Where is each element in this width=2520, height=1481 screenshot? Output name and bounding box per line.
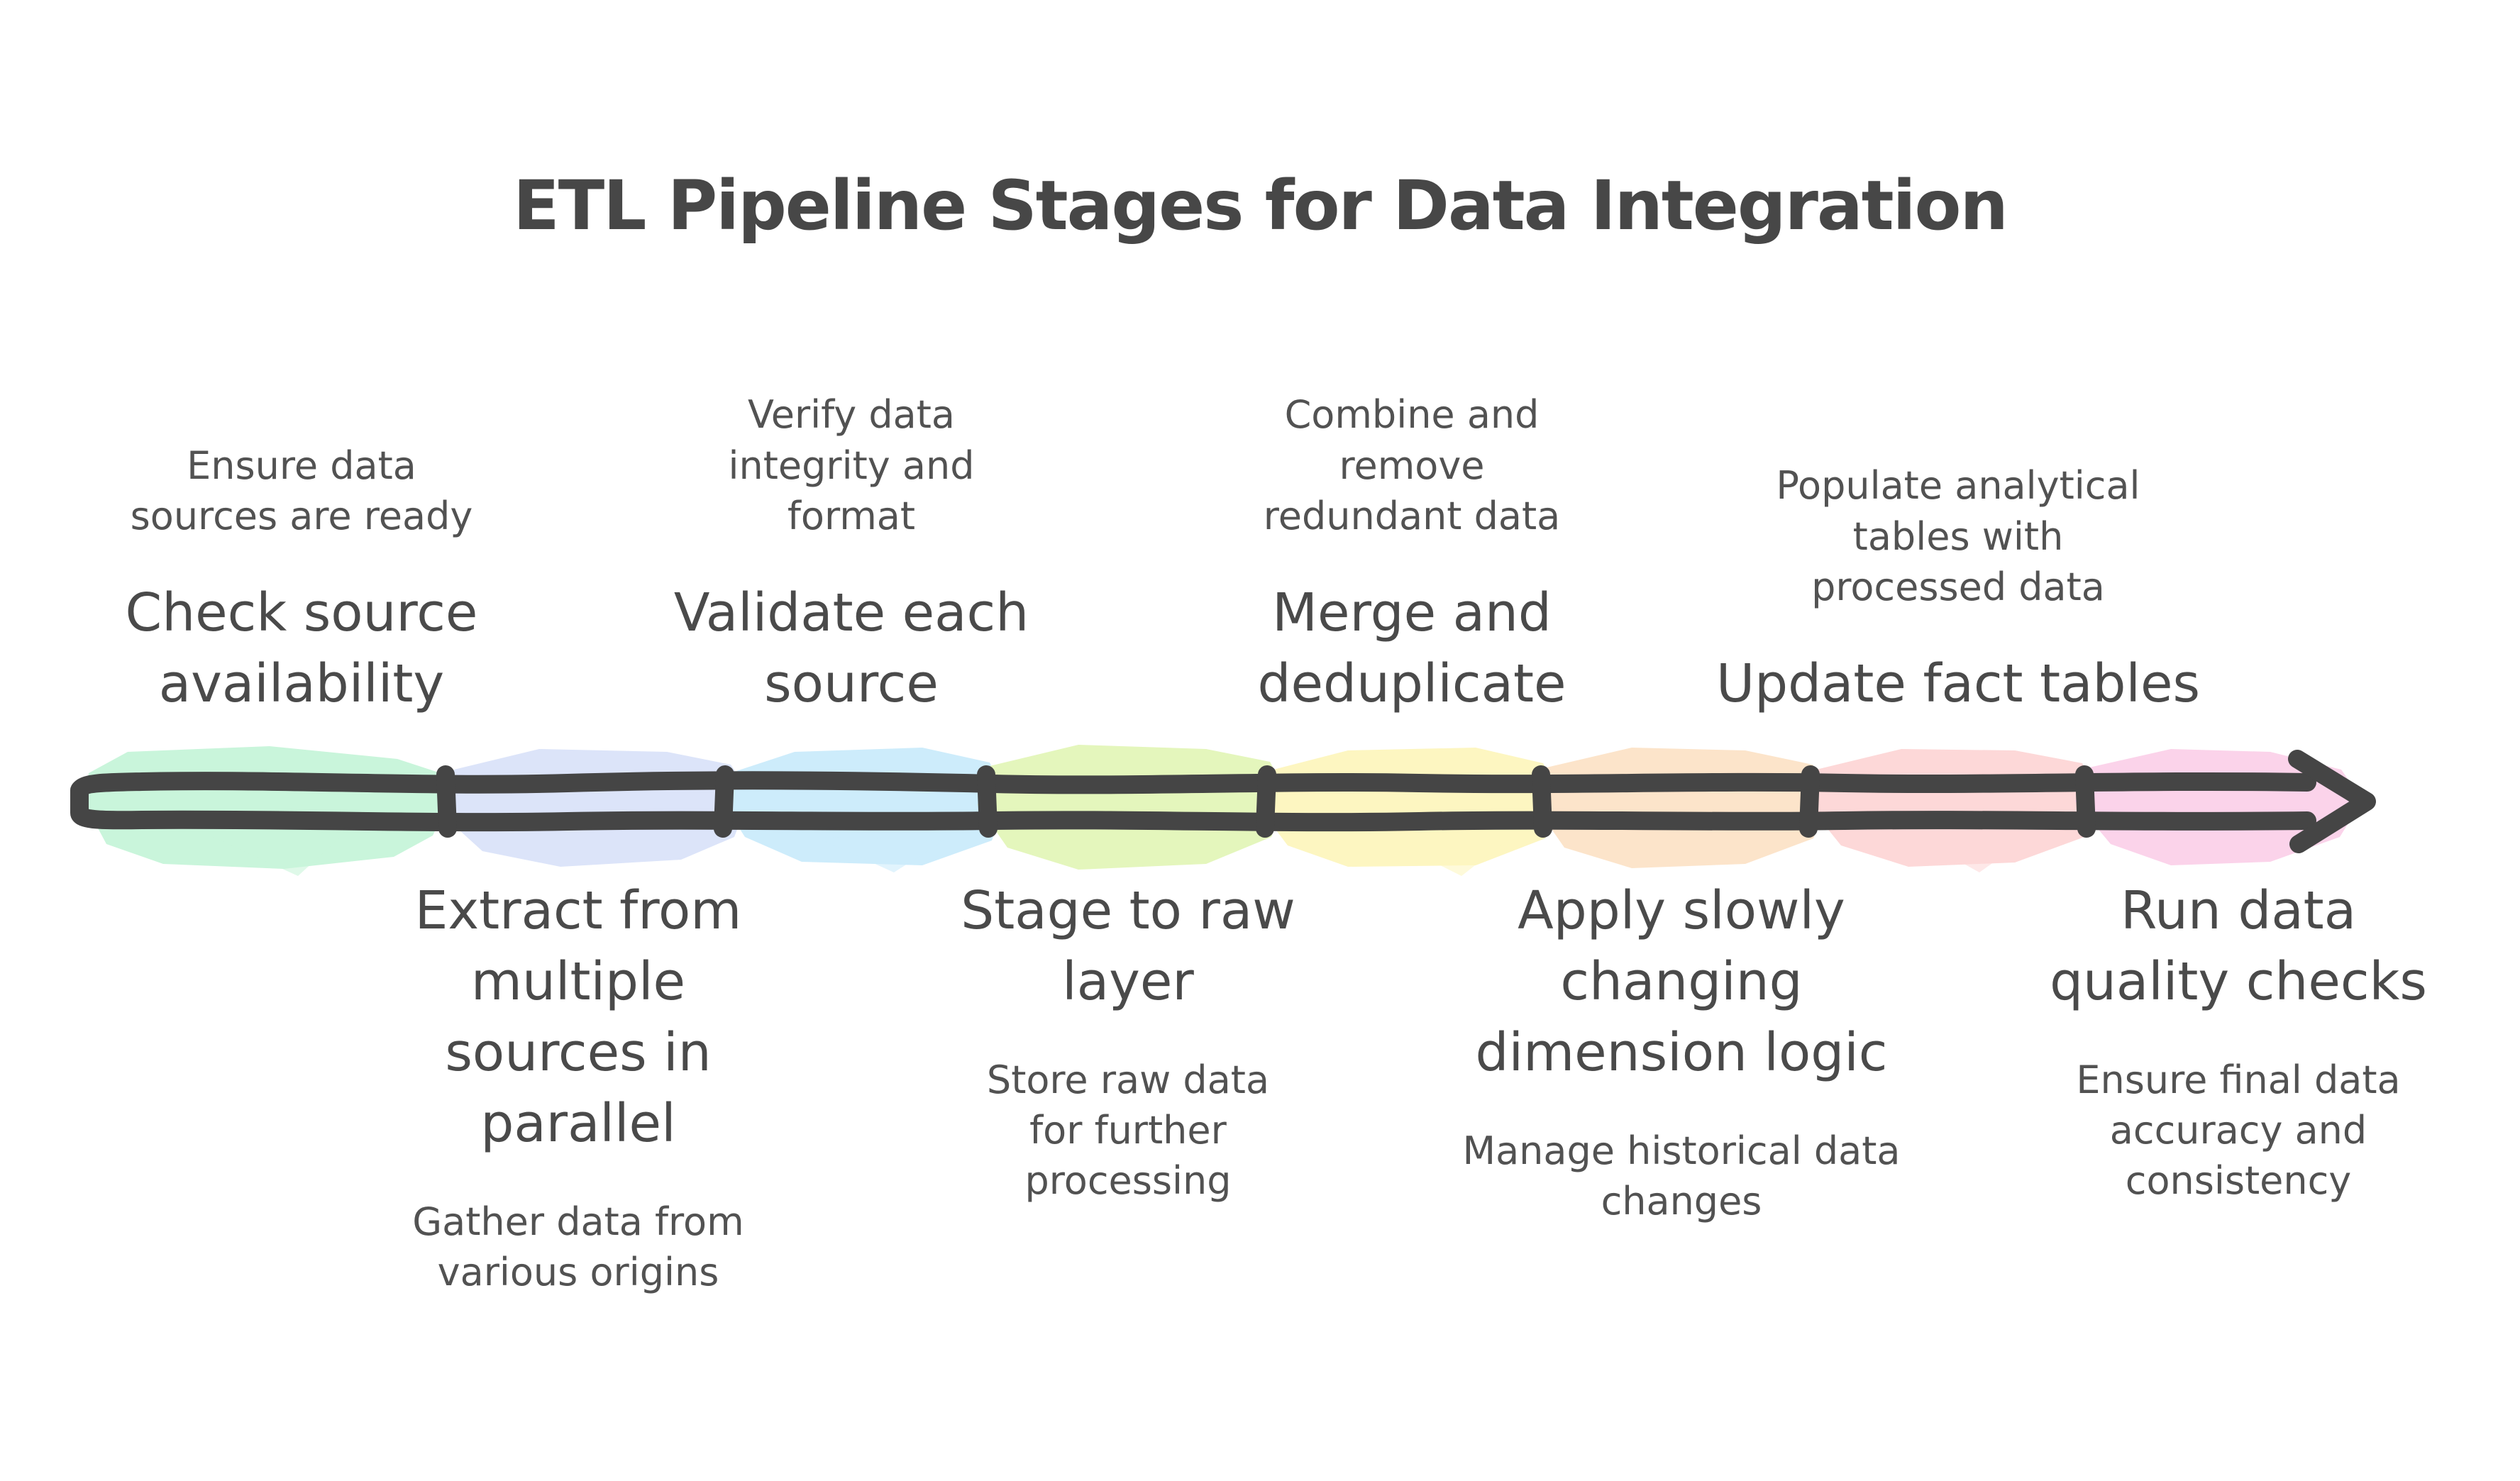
stage-title: Check source availability: [125, 582, 478, 715]
stage-merge-and-deduplicate: Combine and remove redundant data Merge …: [1164, 389, 1660, 720]
stage-title: Run data quality checks: [2050, 880, 2427, 1012]
stage-title: Update fact tables: [1715, 653, 2201, 715]
stage-highlight-1b: [213, 837, 341, 876]
stage-description: Ensure final data accuracy and consisten…: [2076, 1057, 2401, 1204]
stage-extract-from-multiple-sources: Extract from multiple sources in paralle…: [380, 876, 777, 1297]
timeline-arrow: [70, 745, 2376, 876]
segment-divider: [1256, 765, 1276, 838]
arrow-outline: [70, 750, 2376, 853]
stage-description: Populate analytical tables with processe…: [1776, 463, 2140, 609]
stage-highlight-7b: [1916, 837, 2029, 872]
stage-update-fact-tables: Populate analytical tables with processe…: [1710, 460, 2206, 720]
stage-apply-scd-logic: Apply slowly changing dimension logic Ma…: [1461, 876, 1901, 1226]
stage-description: Manage historical data changes: [1462, 1128, 1901, 1224]
segment-divider: [436, 765, 457, 838]
diagram-title: ETL Pipeline Stages for Data Integration: [513, 166, 2008, 246]
stage-highlight-4: [978, 745, 1288, 870]
arrow-body-outline: [70, 771, 2316, 832]
stage-title: Stage to raw layer: [961, 880, 1295, 1012]
stage-description: Store raw data for further processing: [986, 1057, 1270, 1204]
segment-divider: [714, 765, 734, 838]
stage-title: Extract from multiple sources in paralle…: [414, 880, 742, 1154]
stage-run-data-quality-checks: Run data quality checks Ensure final dat…: [2026, 876, 2451, 1207]
segment-divider: [1799, 765, 1820, 838]
stage-description: Combine and remove redundant data: [1263, 392, 1561, 538]
segment-divider: [1532, 765, 1552, 838]
segment-divider: [977, 765, 998, 838]
stage-highlight-5b: [1383, 837, 1511, 876]
stage-description: Ensure data sources are ready: [130, 443, 473, 538]
stage-stage-to-raw-layer: Stage to raw layer Store raw data for fu…: [894, 876, 1362, 1207]
stage-description: Verify data integrity and format: [728, 392, 975, 538]
stage-title: Validate each source: [673, 582, 1029, 715]
stage-title: Apply slowly changing dimension logic: [1475, 880, 1888, 1083]
stage-highlight-2: [443, 749, 751, 867]
stage-highlight-3b: [816, 837, 944, 872]
stage-check-source-availability: Ensure data sources are ready Check sour…: [89, 440, 514, 720]
stage-validate-each-source: Verify data integrity and format Validat…: [617, 389, 1085, 720]
stage-highlights: [84, 745, 2362, 876]
stage-description: Gather data from various origins: [412, 1199, 744, 1294]
arrowhead: [2288, 750, 2376, 853]
segment-divider: [2075, 765, 2096, 838]
stage-highlight-6: [1532, 748, 1830, 868]
stage-title: Merge and deduplicate: [1257, 582, 1566, 715]
